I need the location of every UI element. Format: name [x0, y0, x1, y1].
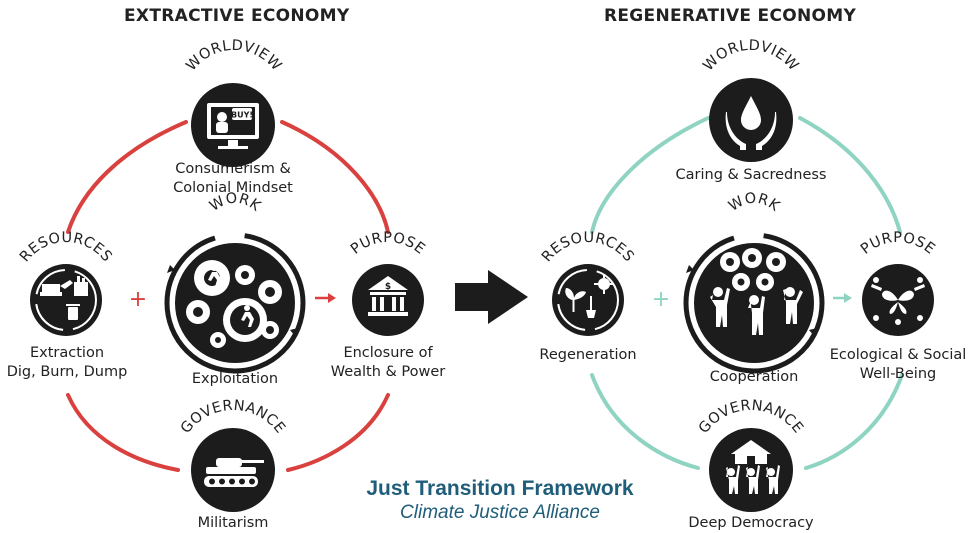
extractive-worldview-label: Consumerism & Colonial Mindset	[173, 161, 293, 196]
svg-text:PURPOSE: PURPOSE	[858, 230, 938, 258]
regenerative-purpose-node	[862, 264, 934, 336]
regenerative-purpose-label: Ecological & Social Well-Being	[829, 347, 967, 382]
excavator-icon	[40, 276, 88, 296]
extractive-governance-node	[191, 428, 275, 512]
regenerative-work-label: Cooperation	[709, 369, 799, 385]
svg-text:RESOURCES: RESOURCES	[539, 230, 637, 265]
regenerative-plus-sign: +	[652, 287, 670, 312]
extractive-resources-node	[30, 264, 102, 336]
regenerative-worldview-node	[709, 78, 793, 162]
extractive-ring	[66, 120, 390, 472]
framework-title: Just Transition Framework	[366, 477, 634, 500]
regenerative-work-arc-label: WORK	[726, 190, 782, 215]
people-lifting-house-icon	[726, 440, 780, 494]
butterfly-people-icon	[871, 277, 925, 325]
svg-text:RESOURCES: RESOURCES	[17, 230, 115, 265]
framework-subtitle: Climate Justice Alliance	[400, 502, 600, 523]
regenerative-resources-label: Regeneration	[539, 347, 637, 363]
regenerative-worldview-label: Caring & Sacredness	[675, 167, 827, 183]
people-raising-gears-icon	[710, 287, 803, 335]
sprout-sun-shovel-icon	[565, 274, 614, 318]
extractive-work-node	[164, 232, 306, 374]
regenerative-ring	[590, 116, 904, 470]
buy-badge-text: BUY!	[231, 111, 253, 120]
regenerative-purpose-arc-label: PURPOSE	[858, 230, 938, 258]
extractive-economy-heading: EXTRACTIVE ECONOMY	[124, 6, 350, 26]
regenerative-economy-heading: REGENERATIVE ECONOMY	[604, 6, 857, 26]
extractive-purpose-node: $	[352, 264, 424, 336]
svg-text:WORK: WORK	[726, 190, 782, 215]
transition-arrow	[455, 270, 528, 324]
extractive-purpose-label: Enclosure of Wealth & Power	[330, 345, 446, 380]
caring-hands-icon	[725, 96, 777, 150]
svg-text:WORLDVIEW: WORLDVIEW	[183, 38, 284, 74]
dollar-sign-icon: $	[385, 282, 391, 292]
svg-text:PURPOSE: PURPOSE	[348, 230, 428, 258]
extractive-plus-sign: +	[129, 287, 147, 312]
extractive-resources-arc-label: RESOURCES	[17, 230, 115, 265]
trash-can-icon	[66, 304, 80, 320]
extractive-work-label: Exploitation	[191, 371, 279, 387]
extractive-governance-label: Militarism	[197, 515, 269, 531]
regenerative-work-to-purpose-arrow	[833, 293, 852, 303]
regenerative-governance-label: Deep Democracy	[688, 515, 814, 531]
cooperation-gears-icon	[720, 248, 786, 291]
extractive-purpose-arc-label: PURPOSE	[348, 230, 428, 258]
extractive-resources-label: Extraction Dig, Burn, Dump	[6, 345, 128, 380]
regenerative-governance-node	[709, 428, 793, 512]
bank-icon	[368, 276, 408, 316]
svg-text:WORLDVIEW: WORLDVIEW	[700, 38, 801, 74]
extractive-worldview-node: BUY!	[191, 83, 275, 167]
worker-figure-icon	[208, 265, 254, 327]
extractive-worldview-arc-label: WORLDVIEW	[183, 38, 284, 74]
regenerative-resources-node	[552, 264, 624, 336]
extractive-work-to-purpose-arrow	[315, 293, 336, 303]
regenerative-work-node	[683, 232, 825, 374]
regenerative-worldview-arc-label: WORLDVIEW	[700, 38, 801, 74]
regenerative-resources-arc-label: RESOURCES	[539, 230, 637, 265]
